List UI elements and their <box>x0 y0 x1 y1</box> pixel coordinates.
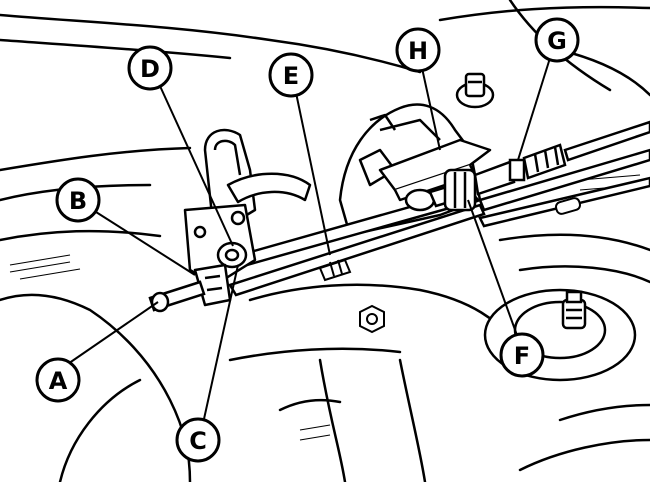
callout-h-label: H <box>408 37 428 65</box>
callout-d: D <box>127 45 173 91</box>
callout-c-label: C <box>189 427 207 455</box>
leader-line-h <box>421 67 441 151</box>
leader-line-f <box>467 199 519 339</box>
callout-h: H <box>395 27 441 73</box>
callout-d-label: D <box>140 55 160 83</box>
callout-e-label: E <box>283 62 299 90</box>
callout-a-label: A <box>49 367 68 395</box>
callout-c: C <box>175 417 221 463</box>
callout-b-label: B <box>69 187 87 215</box>
adjuster-sleeve <box>318 258 352 282</box>
leader-line-a <box>61 301 159 369</box>
cable-end-fitting <box>404 120 650 212</box>
callout-b: B <box>55 177 101 223</box>
center-nut <box>359 304 385 334</box>
pivot-bracket <box>183 128 312 307</box>
callout-g-label: G <box>547 27 567 55</box>
leader-line-c <box>201 264 239 429</box>
leader-line-e <box>294 87 331 256</box>
leader-line-g <box>517 57 551 161</box>
leader-line-d <box>159 85 234 247</box>
callout-f-label: F <box>514 342 530 370</box>
callout-f: F <box>499 332 545 378</box>
leader-line-b <box>95 211 196 276</box>
push-rod <box>148 280 206 313</box>
leader-lines <box>61 57 551 429</box>
callout-a: A <box>35 357 81 403</box>
callout-g: G <box>534 17 580 63</box>
upper-nut <box>455 72 495 109</box>
callout-e: E <box>268 52 314 98</box>
right-clip <box>554 197 582 215</box>
